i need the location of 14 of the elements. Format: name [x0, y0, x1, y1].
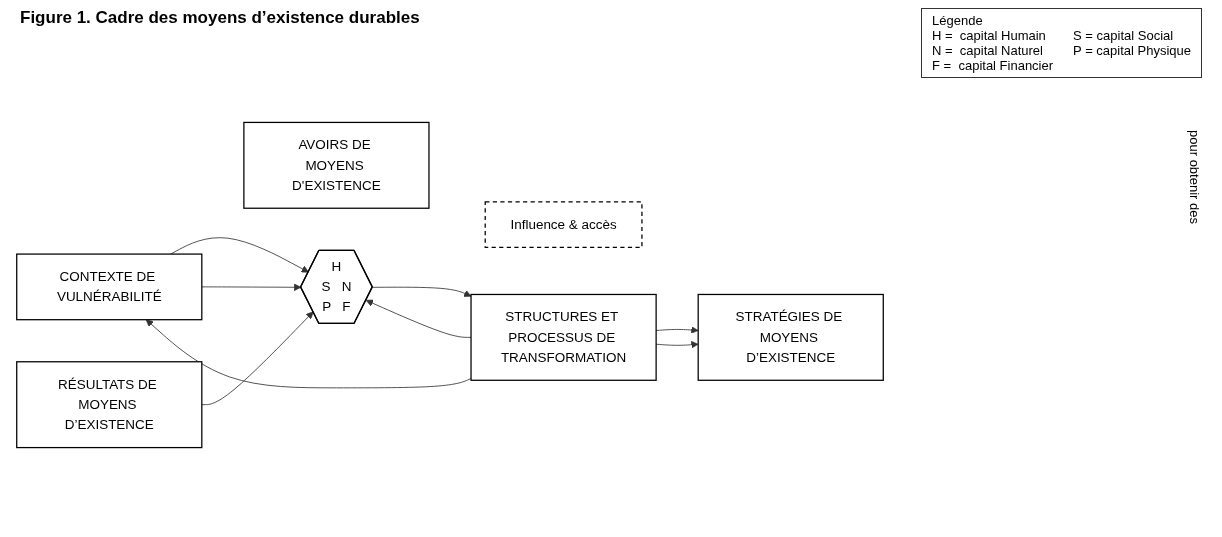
- legend-entry: P = capital Physique: [1073, 43, 1191, 58]
- legend-heading: Légende: [932, 13, 984, 28]
- legend-entry: S = capital Social: [1073, 28, 1175, 43]
- figure-title: Figure 1. Cadre des moyens d’existence durables: [20, 8, 420, 28]
- node-box: AVOIRS DE MOYENS D'EXISTENCE: [243, 121, 430, 209]
- node-box: STRATÉGIES DE MOYENS D’EXISTENCE: [697, 293, 884, 381]
- connector-note: pour obtenir des: [1187, 130, 1202, 224]
- legend-entry: F = capital Financier: [932, 58, 1054, 73]
- node-box: RÉSULTATS DE MOYENS D’EXISTENCE: [16, 361, 203, 449]
- node-box: Influence & accès: [484, 201, 643, 248]
- legend-entry: H = capital Humain: [932, 28, 1047, 43]
- legend-entry: N = capital Naturel: [932, 43, 1044, 58]
- node-box: CONTEXTE DE VULNÉRABILITÉ: [16, 253, 203, 321]
- node-box: STRUCTURES ET PROCESSUS DE TRANSFORMATION: [470, 293, 657, 381]
